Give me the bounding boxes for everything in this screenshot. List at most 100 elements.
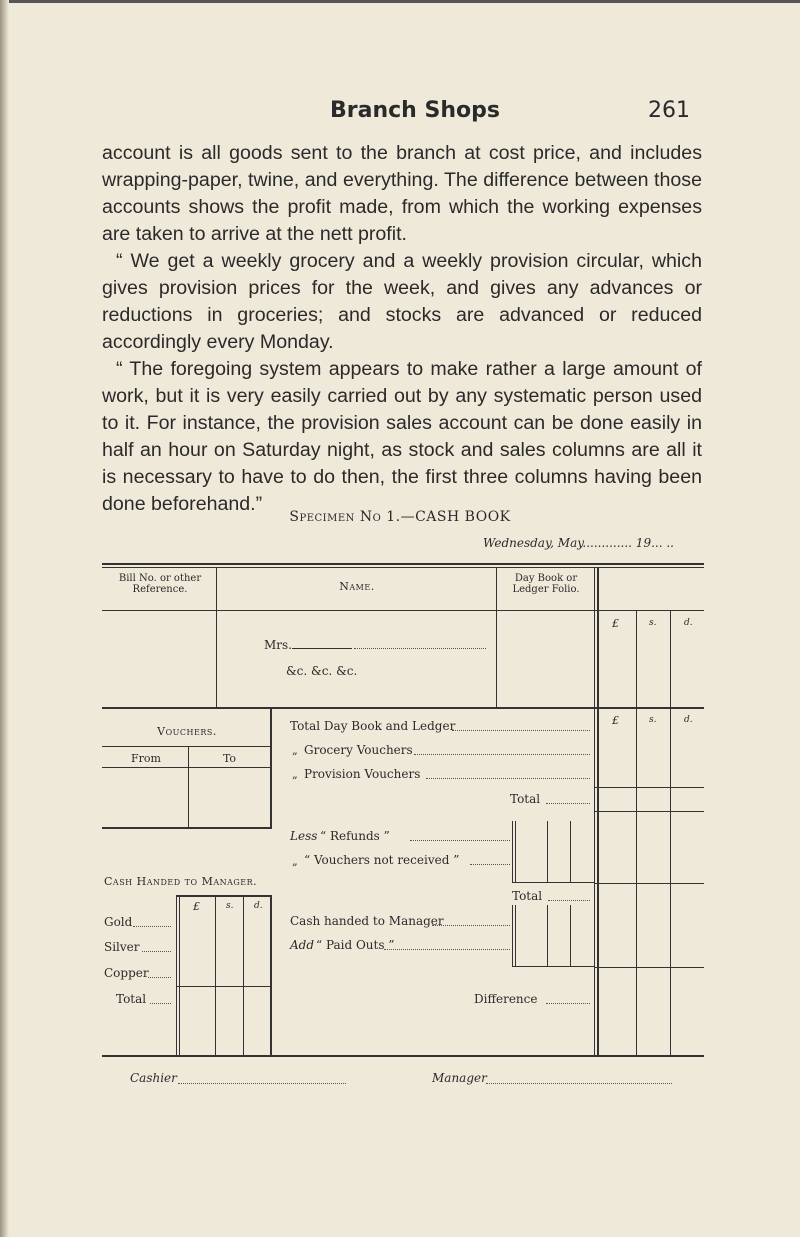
inner-col-rule — [515, 821, 516, 883]
name-leader — [354, 648, 486, 649]
manager-signature-line — [486, 1083, 672, 1084]
inner-col-rule — [570, 821, 571, 883]
leader — [142, 951, 171, 952]
silver-label: Silver — [104, 940, 140, 954]
col-rule — [597, 709, 599, 1056]
inner-col-rule — [512, 821, 513, 883]
inner-col-rule — [570, 905, 571, 967]
leader — [384, 949, 510, 950]
ditto-mark: „ — [292, 768, 298, 781]
less-prefix: Less — [290, 829, 318, 843]
total-label: Total — [510, 792, 541, 806]
folio-header: Day Book or Ledger Folio. — [512, 573, 580, 595]
vouchers-mid-rule — [188, 746, 189, 829]
bill-no-header: Bill No. or other Reference. — [118, 573, 202, 595]
total2-label: Total — [512, 889, 543, 903]
pounds-symbol: £ — [612, 617, 619, 630]
leader — [546, 1003, 590, 1004]
cash-box-rule — [215, 895, 216, 1056]
paid-outs-label: “ Paid Outs ” — [316, 938, 395, 952]
pence-symbol: d. — [684, 618, 693, 628]
paragraph-3: “ The foregoing system appears to make r… — [102, 358, 702, 515]
cash-box-rule — [176, 986, 272, 987]
section-rule — [102, 707, 704, 709]
vouchers-title: Vouchers. — [157, 725, 217, 738]
etc-entries: &c. &c. &c. — [286, 664, 358, 678]
ditto-mark: „ — [292, 744, 298, 757]
col-rule — [636, 611, 637, 707]
col-rule — [597, 568, 599, 707]
leader — [410, 840, 510, 841]
total-rule — [594, 883, 704, 884]
inner-col-rule — [512, 905, 513, 967]
shillings-symbol: s. — [649, 618, 657, 628]
col-rule — [670, 709, 671, 1056]
leader — [148, 977, 171, 978]
cash-box-rule — [179, 895, 180, 1056]
vouchers-from: From — [131, 752, 161, 765]
inner-col-rule — [547, 821, 548, 883]
cashier-signature-line — [178, 1083, 346, 1084]
leader — [133, 926, 171, 927]
col-rule — [594, 568, 595, 707]
table-top-rule-thin — [102, 567, 704, 568]
pence-symbol: d. — [254, 901, 263, 911]
total-rule — [594, 787, 704, 788]
cash-box-rule — [176, 895, 177, 1056]
col-rule — [594, 709, 595, 1056]
vouchers-not-received-label: “ Vouchers not received ” — [304, 853, 460, 867]
copper-label: Copper — [104, 966, 149, 980]
manager-label: Manager — [432, 1071, 487, 1085]
cash-handed-title: Cash Handed to Manager. — [104, 875, 258, 888]
running-header-title: Branch Shops — [330, 98, 500, 123]
difference-label: Difference — [474, 992, 538, 1006]
vouchers-rule — [102, 767, 272, 768]
total-rule — [594, 811, 704, 812]
ditto-mark: „ — [292, 855, 298, 868]
leader — [548, 900, 590, 901]
col-rule — [670, 611, 671, 707]
cash-box-rule — [243, 895, 244, 1056]
leader — [470, 864, 510, 865]
pounds-symbol: £ — [612, 714, 619, 727]
shillings-symbol: s. — [226, 901, 234, 911]
shillings-symbol: s. — [649, 715, 657, 725]
col-rule — [216, 568, 217, 707]
vouchers-rule — [102, 746, 272, 747]
cash-box-top-rule — [176, 895, 272, 897]
refunds-label: “ Refunds ” — [320, 829, 390, 843]
vouchers-to: To — [222, 752, 237, 765]
book-spine-shadow — [0, 0, 9, 1237]
table-bottom-rule — [102, 1055, 704, 1057]
total-day-book-label: Total Day Book and Ledger — [290, 719, 456, 733]
leader — [150, 1003, 171, 1004]
name-header: Name. — [339, 580, 375, 593]
pounds-symbol: £ — [193, 900, 200, 913]
inner-col-rule — [515, 905, 516, 967]
header-rule — [102, 610, 704, 611]
paragraph-1: account is all goods sent to the branch … — [102, 142, 702, 245]
specimen-title: Specimen No 1.—CASH BOOK — [289, 509, 511, 525]
leader — [414, 754, 590, 755]
pence-symbol: d. — [684, 715, 693, 725]
mrs-label: Mrs. — [264, 638, 292, 652]
total-cash-label: Total — [116, 992, 147, 1006]
grocery-vouchers-label: Grocery Vouchers — [304, 743, 413, 757]
inner-rule — [512, 882, 594, 883]
paragraph-2: “ We get a weekly grocery and a weekly p… — [102, 250, 702, 353]
leader — [546, 803, 590, 804]
inner-rule — [512, 966, 594, 967]
body-text: account is all goods sent to the branch … — [102, 140, 702, 518]
name-dash — [292, 648, 352, 649]
page-number: 261 — [648, 98, 690, 123]
leader — [432, 925, 510, 926]
table-top-rule — [102, 563, 704, 565]
vouchers-bottom-rule — [102, 827, 272, 829]
cash-handed-label: Cash handed to Manager — [290, 914, 444, 928]
col-rule — [496, 568, 497, 707]
gold-label: Gold — [104, 915, 133, 929]
total-rule — [594, 967, 704, 968]
leader — [426, 778, 590, 779]
col-rule — [636, 709, 637, 1056]
page-top-edge — [0, 0, 800, 3]
